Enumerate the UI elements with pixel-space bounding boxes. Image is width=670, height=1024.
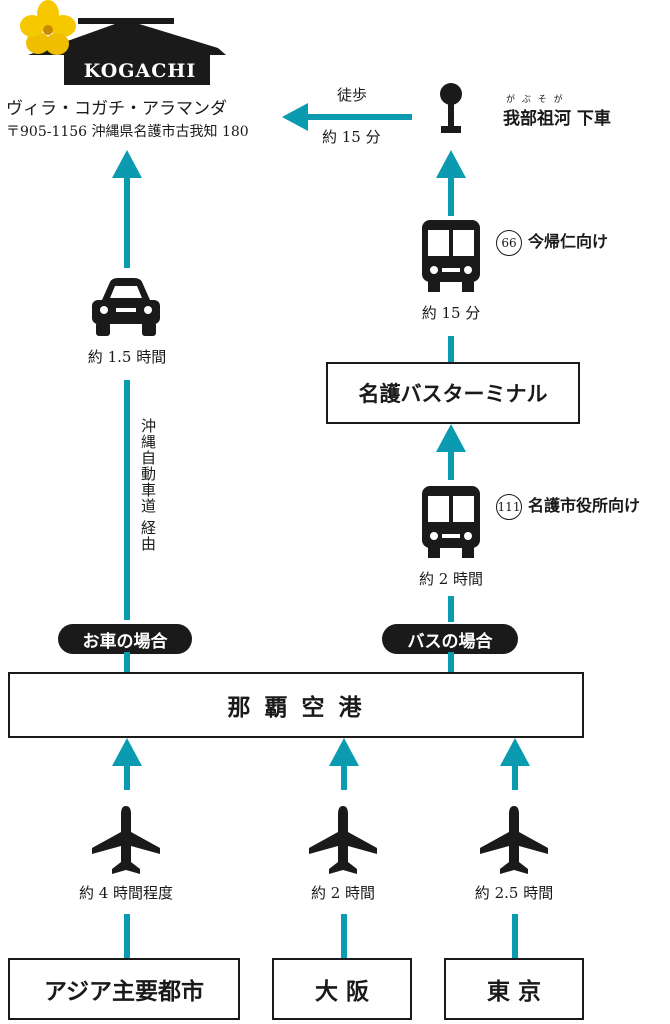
kogachi-logo: KOGACHI <box>18 0 233 90</box>
bus-route-badge: バスの場合 <box>382 624 518 654</box>
origin-osaka: 大 阪 <box>272 958 412 1020</box>
bus-stop-sign-icon <box>440 83 462 133</box>
bus-stop-name: 我部祖河 下車 <box>503 109 611 129</box>
bus-111-icon <box>422 486 480 558</box>
walk-label: 徒歩 <box>337 86 368 104</box>
bus-stop-ruby: が ぶ そ が <box>506 95 565 105</box>
flight-asia-line-bottom <box>124 914 130 958</box>
bus-111-route: 111 名護市役所向け <box>496 492 640 520</box>
flight-asia-line-top <box>124 760 130 790</box>
bus-route-line-4 <box>448 596 454 622</box>
car-route-line-bottom <box>124 380 130 620</box>
flight-tokyo-up-arrow-icon <box>500 738 530 766</box>
bus-route-line-3 <box>448 446 454 480</box>
flight-osaka-time: 約 2 時間 <box>310 884 376 902</box>
flight-tokyo-line-top <box>512 760 518 790</box>
flight-osaka-up-arrow-icon <box>329 738 359 766</box>
bus-111-destination: 名護市役所向け <box>528 496 641 515</box>
airplane-tokyo-icon <box>480 806 548 874</box>
allamanda-flower-icon <box>20 0 76 55</box>
car-via-label: 沖縄自動車道 経由 <box>139 418 157 552</box>
terminal-up-arrow-icon <box>436 424 466 452</box>
bus-66-route: 66 今帰仁向け <box>496 228 608 256</box>
bus-66-icon <box>422 220 480 292</box>
bus-stop-up-arrow-icon <box>436 150 466 178</box>
walk-time: 約 15 分 <box>322 128 381 146</box>
destination-name: ヴィラ・コガチ・アラマンダ <box>6 99 227 119</box>
nago-bus-terminal: 名護バスターミナル <box>326 362 580 424</box>
flight-osaka-line-top <box>341 760 347 790</box>
car-route-line-top <box>124 172 130 268</box>
bus-111-time: 約 2 時間 <box>418 570 484 588</box>
car-route-badge: お車の場合 <box>58 624 192 654</box>
bus-route-line-1 <box>448 172 454 216</box>
flight-osaka-line-bottom <box>341 914 347 958</box>
house-roof-icon <box>20 0 226 85</box>
walk-arrow-line <box>300 114 412 120</box>
destination-address: 〒905-1156 沖縄県名護市古我知 180 <box>6 124 249 140</box>
car-time: 約 1.5 時間 <box>87 348 167 366</box>
car-route-line-airport <box>124 652 130 672</box>
logo-text: KOGACHI <box>83 60 197 82</box>
bus-111-number: 111 <box>496 493 522 520</box>
flight-tokyo-time: 約 2.5 時間 <box>474 884 554 902</box>
bus-66-time: 約 15 分 <box>421 304 481 322</box>
flight-asia-up-arrow-icon <box>112 738 142 766</box>
flight-tokyo-line-bottom <box>512 914 518 958</box>
bus-66-destination: 今帰仁向け <box>528 232 609 251</box>
origin-tokyo: 東 京 <box>444 958 584 1020</box>
origin-asia-cities: アジア主要都市 <box>8 958 240 1020</box>
airplane-asia-icon <box>92 806 160 874</box>
bus-66-number: 66 <box>496 229 522 256</box>
flight-asia-time: 約 4 時間程度 <box>78 884 174 902</box>
car-icon <box>92 278 160 336</box>
walk-arrow-head-icon <box>282 103 308 131</box>
bus-route-line-2 <box>448 336 454 362</box>
airplane-osaka-icon <box>309 806 377 874</box>
naha-airport: 那 覇 空 港 <box>8 672 584 738</box>
car-up-arrow-icon <box>112 150 142 178</box>
bus-route-line-airport <box>448 652 454 672</box>
